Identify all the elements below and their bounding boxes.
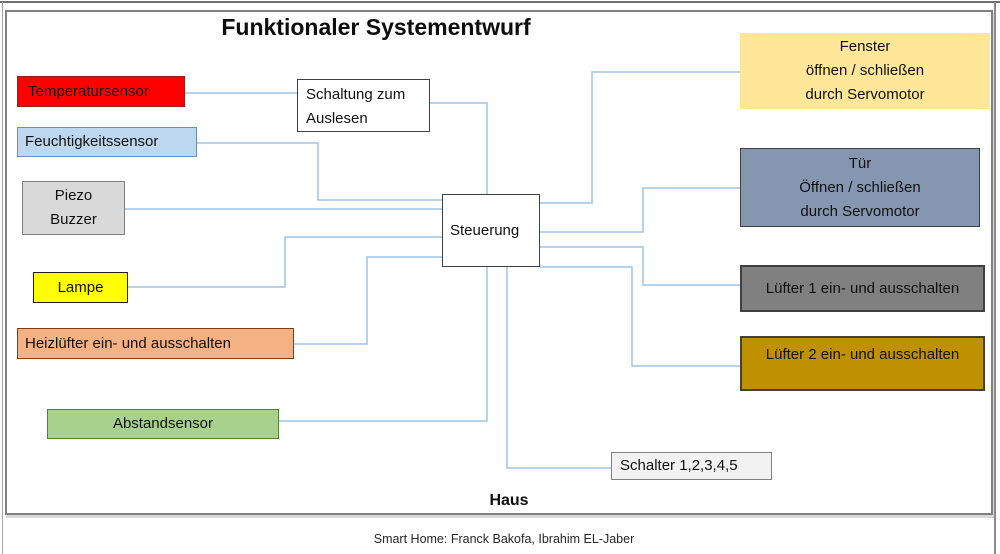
node-abstandsensor-label: Abstandsensor — [112, 415, 214, 432]
node-lampe-label: Lampe — [57, 278, 104, 296]
node-piezo-buzzer-line2: Buzzer — [50, 211, 97, 228]
node-schaltung-line2: Auslesen — [306, 110, 368, 127]
node-fenster-line1: Fenster — [839, 38, 891, 55]
node-steuerung-label: Steuerung — [450, 221, 520, 239]
connector-steuerung-fenster — [540, 71, 740, 204]
node-schalter-label: Schalter 1,2,3,4,5 — [620, 457, 738, 474]
connector-schaltung-steuerung — [430, 102, 488, 194]
node-luefter1: Lüfter 1 ein- und ausschalten — [740, 265, 985, 312]
node-tuer: Tür Öffnen / schließen durch Servomotor — [740, 148, 980, 227]
node-feuchtigkeitssensor-label: Feuchtigkeitssensor — [25, 133, 159, 150]
connector-steuerung-luefter2 — [540, 266, 740, 367]
connector-steuerung-luefter1 — [540, 246, 740, 286]
node-piezo-buzzer-line1: Piezo — [54, 187, 93, 204]
window-top-edge — [0, 1, 1000, 3]
node-abstandsensor: Abstandsensor — [47, 409, 279, 439]
node-luefter2: Lüfter 2 ein- und ausschalten — [740, 336, 985, 391]
haus-frame — [5, 10, 993, 515]
node-lampe: Lampe — [33, 272, 128, 303]
node-temperatursensor-label: Temperatursensor — [28, 82, 149, 100]
connector-lampe-steuerung — [128, 236, 442, 288]
node-fenster: Fenster öffnen / schließen durch Servomo… — [740, 33, 990, 109]
connector-abstandsensor-steuerung — [279, 267, 488, 422]
connector-heizluefter-steuerung — [294, 256, 442, 345]
window-right-edge — [994, 2, 996, 554]
node-schaltung-line1: Schaltung zum — [306, 86, 406, 103]
node-piezo-buzzer: Piezo Buzzer — [22, 181, 125, 235]
window-left-edge — [2, 2, 3, 554]
node-luefter2-label: Lüfter 2 ein- und ausschalten — [765, 346, 960, 363]
node-temperatursensor: Temperatursensor — [17, 76, 185, 107]
connector-feuchtigkeitssensor-steuerung — [197, 142, 442, 201]
node-steuerung: Steuerung — [442, 194, 540, 267]
connector-steuerung-tuer — [540, 187, 740, 233]
node-schalter: Schalter 1,2,3,4,5 — [611, 452, 772, 480]
authors-caption: Smart Home: Franck Bakofa, Ibrahim EL-Ja… — [373, 532, 635, 546]
node-tuer-line3: durch Servomotor — [800, 202, 920, 220]
node-fenster-line2: öffnen / schließen — [805, 62, 925, 79]
diagram-title: Funktionaler Systementwurf — [221, 14, 531, 40]
node-heizluefter: Heizlüfter ein- und ausschalten — [17, 328, 294, 359]
haus-frame-label: Haus — [489, 492, 529, 509]
node-heizluefter-label: Heizlüfter ein- und ausschalten — [25, 334, 231, 352]
node-fenster-line3: durch Servomotor — [805, 86, 925, 103]
connector-steuerung-schalter — [506, 267, 611, 469]
node-luefter1-label: Lüfter 1 ein- und ausschalten — [765, 279, 960, 297]
node-tuer-line1: Tür — [848, 154, 872, 172]
node-schaltung-zum-auslesen: Schaltung zum Auslesen — [297, 79, 430, 132]
node-feuchtigkeitssensor: Feuchtigkeitssensor — [17, 127, 197, 157]
node-tuer-line2: Öffnen / schließen — [799, 178, 921, 196]
